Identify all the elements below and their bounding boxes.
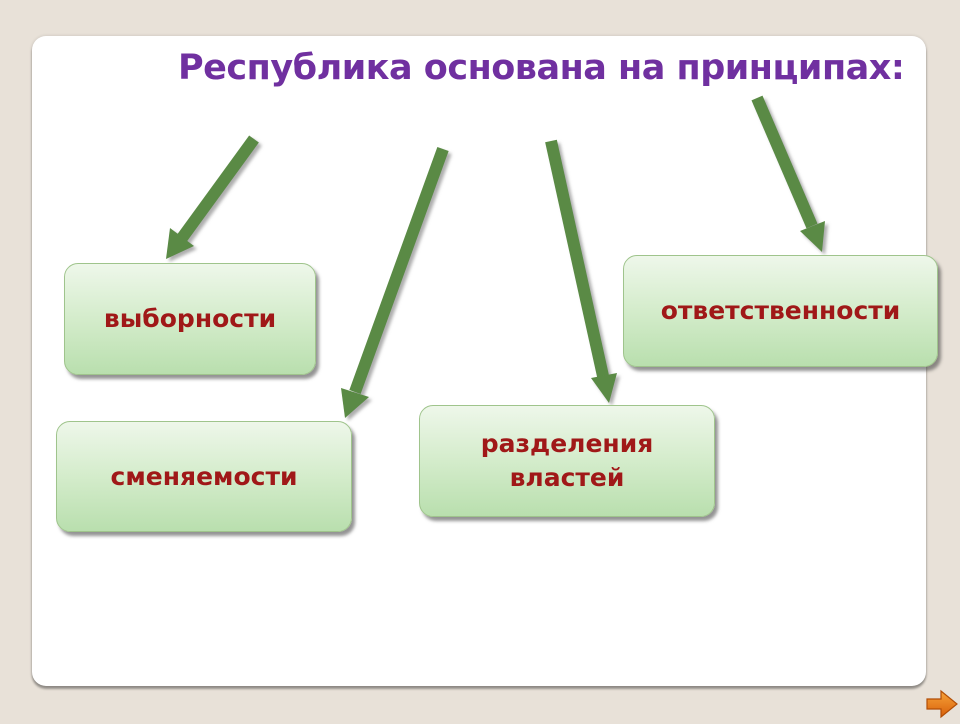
principle-label: выборности [103,304,277,333]
principle-box-rotation: сменяемости [56,421,352,532]
arrow-to-box3 [545,139,617,403]
principle-box-separation-of-powers: разделения властей [419,405,715,517]
arrow-right-icon [926,689,958,719]
principle-box-elective: выборности [64,263,316,375]
principle-box-responsibility: ответственности [623,255,938,367]
arrow-to-box1 [166,135,259,259]
principle-label: сменяемости [110,461,298,491]
principle-label: разделения властей [480,429,654,492]
slide-title: Республика основана на принципах: [178,48,905,88]
arrow-to-box2 [341,146,449,418]
arrow-to-box4 [751,95,825,252]
principle-label: ответственности [660,296,901,325]
next-slide-button[interactable] [925,688,959,720]
